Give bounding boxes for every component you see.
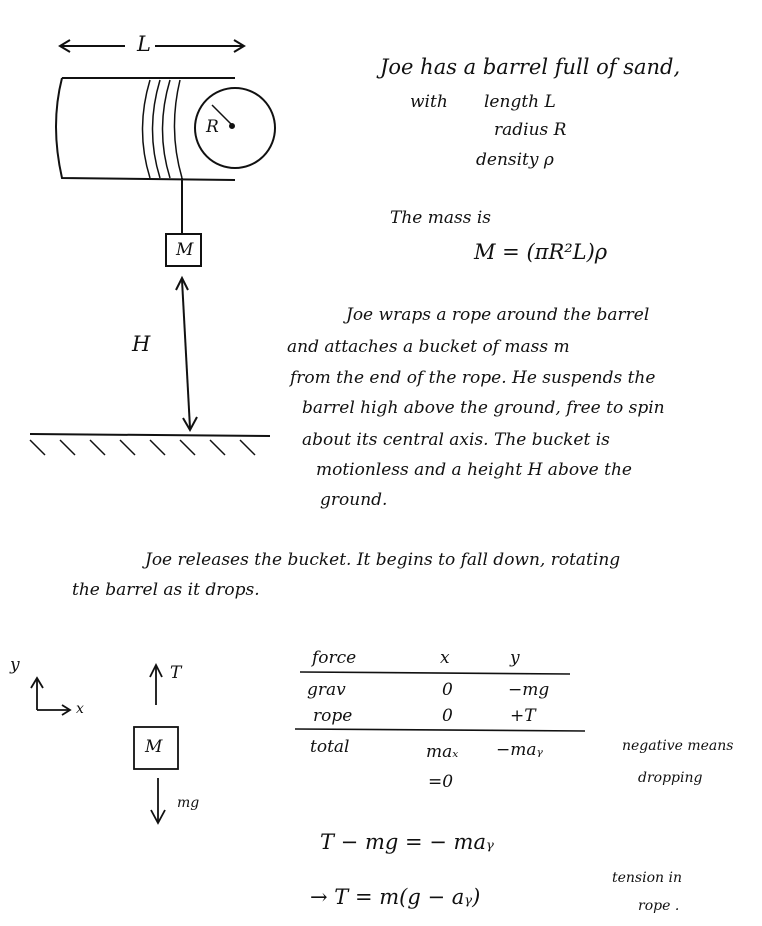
- axes-icon: [30, 676, 72, 716]
- paragraph-line: motionless and a height H above the: [316, 460, 632, 480]
- note-line: negative means: [622, 738, 734, 754]
- note-line: dropping: [638, 770, 703, 786]
- release-line: the barrel as it drops.: [72, 580, 260, 600]
- equation: → T = m(g − aᵧ): [310, 885, 481, 909]
- equation: T − mg = − maᵧ: [320, 830, 494, 854]
- density-property: density ρ: [476, 150, 554, 170]
- ground-line: [29, 433, 271, 456]
- table-header-y: y: [510, 648, 520, 668]
- tension-label: T: [170, 663, 182, 683]
- height-label: H: [132, 332, 151, 356]
- length-arrow: [58, 39, 246, 53]
- radius-label: R: [206, 117, 219, 137]
- table-cell: +T: [510, 706, 536, 726]
- table-total-y: −maᵧ: [496, 740, 543, 760]
- paragraph-line: barrel high above the ground, free to sp…: [302, 398, 665, 418]
- table-header-x: x: [440, 648, 450, 668]
- weight-label: mg: [177, 795, 200, 811]
- bucket-box: [165, 233, 202, 267]
- intro-line: Joe has a barrel full of sand,: [380, 55, 681, 79]
- length-property: length L: [484, 92, 556, 112]
- tension-note: rope .: [638, 898, 680, 914]
- mass-intro: The mass is: [390, 208, 492, 228]
- table-header-force: force: [312, 648, 357, 668]
- table-total-x-note: =0: [428, 772, 454, 792]
- with-label: with: [410, 92, 448, 112]
- bucket-mass-label: M: [176, 240, 194, 260]
- table-cell: 0: [442, 706, 453, 726]
- x-axis-label: x: [76, 701, 84, 717]
- barrel-drawing: [55, 77, 276, 181]
- release-line: Joe releases the bucket. It begins to fa…: [145, 550, 621, 570]
- paragraph-line: from the end of the rope. He suspends th…: [290, 368, 656, 388]
- paragraph-line: about its central axis. The bucket is: [302, 430, 610, 450]
- tension-note: tension in: [612, 870, 682, 886]
- table-total-label: total: [310, 737, 350, 757]
- mass-formula: M = (πR²L)ρ: [474, 240, 608, 264]
- radius-property: radius R: [494, 120, 567, 140]
- height-arrow: [175, 275, 198, 433]
- table-cell: rope: [313, 706, 353, 726]
- paragraph-line: ground.: [320, 490, 388, 510]
- free-body-diagram: [133, 662, 179, 825]
- table-cell: −mg: [508, 680, 550, 700]
- length-label: L: [137, 32, 151, 56]
- y-axis-label: y: [10, 655, 20, 675]
- paragraph-line: and attaches a bucket of mass m: [287, 337, 570, 357]
- table-cell: 0: [442, 680, 453, 700]
- force-table-lines: [294, 671, 586, 732]
- paragraph-line: Joe wraps a rope around the barrel: [346, 305, 650, 325]
- table-total-x: maₓ: [426, 742, 459, 762]
- fbd-mass-label: M: [145, 737, 163, 757]
- table-cell: grav: [307, 680, 346, 700]
